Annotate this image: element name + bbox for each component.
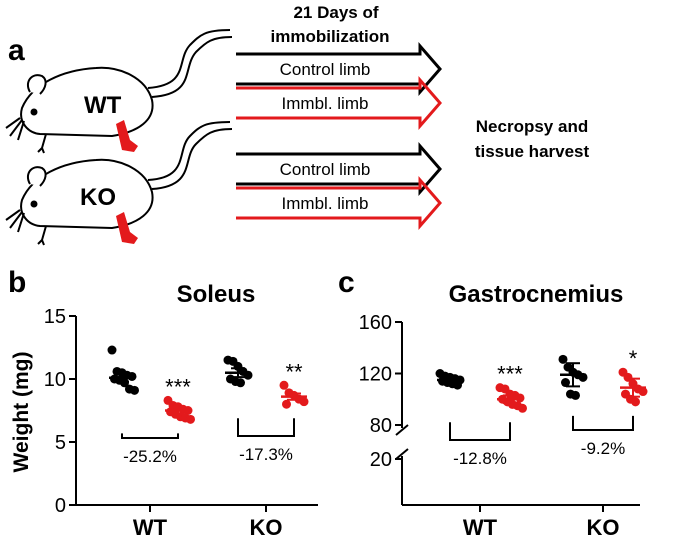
data-point xyxy=(236,378,245,388)
limb-arrow-label-1: Control limb xyxy=(280,60,371,79)
y-tick-label-5: 5 xyxy=(55,432,66,454)
y-tick-label-20: 20 xyxy=(370,449,392,471)
axis-break-mark-1 xyxy=(395,424,409,436)
x-tick-label-KO: KO xyxy=(250,515,283,539)
wt-immbl-group: *** xyxy=(163,374,195,424)
data-point xyxy=(638,387,648,397)
data-point xyxy=(299,397,309,407)
x-tick-label-KO: KO xyxy=(587,515,620,539)
data-point xyxy=(130,385,139,395)
wt-mouse-whiskers xyxy=(5,117,25,141)
y-tick-label-80: 80 xyxy=(370,415,392,437)
ko-mouse-tail xyxy=(147,121,231,181)
percent-change-label-WT: -25.2% xyxy=(123,447,177,466)
y-tick-label-10: 10 xyxy=(44,369,66,391)
limb-arrow-4 xyxy=(236,175,442,231)
x-tick-label-WT: WT xyxy=(133,515,168,539)
ko-mouse-eye xyxy=(30,200,38,208)
significance-stars: *** xyxy=(165,374,191,399)
data-point xyxy=(282,399,291,409)
y-tick-label-15: 15 xyxy=(44,306,66,328)
significance-stars: ** xyxy=(285,359,303,384)
percent-change-label-WT: -12.8% xyxy=(453,449,507,468)
limb-arrow-2 xyxy=(236,75,442,131)
limb-arrow-label-3: Control limb xyxy=(280,160,371,179)
gastrocnemius-title: Gastrocnemius xyxy=(449,281,624,308)
ko-mouse-tail-edge xyxy=(151,128,233,190)
wt-control-group xyxy=(107,345,139,395)
ko-mouse-whiskers xyxy=(5,209,25,233)
ko-mouse-illustration xyxy=(5,121,233,246)
ko-mouse-label: KO xyxy=(80,184,116,211)
wt-mouse-eye xyxy=(30,108,38,116)
percent-change-bracket-WT xyxy=(449,422,511,441)
panel-b-label: b xyxy=(8,266,26,299)
data-point xyxy=(571,390,580,400)
data-point xyxy=(631,397,640,407)
wt-mouse-ear xyxy=(26,74,47,95)
immobilization-header-line1: 21 Days of xyxy=(293,3,378,22)
percent-change-bracket-WT xyxy=(121,433,179,439)
limb-arrow-label-4: Immbl. limb xyxy=(282,194,369,213)
y-tick-label-160: 160 xyxy=(359,312,392,334)
wt-mouse-tail xyxy=(147,29,231,89)
axis-break-mark-2 xyxy=(395,448,409,460)
percent-change-label-KO: -17.3% xyxy=(239,445,293,464)
y-tick-label-0: 0 xyxy=(55,495,66,517)
significance-stars: *** xyxy=(497,362,523,387)
data-point xyxy=(107,345,117,355)
wt-control-group xyxy=(435,369,465,390)
immobilization-header-line2: immobilization xyxy=(271,27,390,46)
ko-immbl-group: * xyxy=(618,346,648,407)
wt-mouse-red-limb xyxy=(116,120,138,152)
data-point xyxy=(279,380,289,390)
significance-stars: * xyxy=(629,346,638,371)
panel-a: a WT KO 21 Days of xyxy=(5,3,590,246)
ko-red-cast xyxy=(116,212,138,244)
wt-immbl-group: *** xyxy=(495,362,527,413)
outcome-line2: tissue harvest xyxy=(475,142,590,161)
x-tick-label-WT: WT xyxy=(463,515,498,539)
wt-red-cast xyxy=(116,120,138,152)
ko-mouse-front-paw xyxy=(37,225,47,246)
ko-control-group xyxy=(558,354,588,400)
ko-mouse-red-limb xyxy=(116,212,138,244)
wt-mouse-body xyxy=(20,66,154,137)
panel-c-label: c xyxy=(338,266,355,299)
data-point xyxy=(186,414,195,424)
data-point xyxy=(518,403,527,413)
percent-change-bracket-KO xyxy=(237,418,295,437)
limb-arrow-label-2: Immbl. limb xyxy=(282,94,369,113)
ko-mouse-body xyxy=(20,158,154,229)
wt-mouse-tail-edge xyxy=(151,36,233,98)
data-point xyxy=(558,354,568,364)
y-axis-label: Weight (mg) xyxy=(10,352,33,473)
percent-change-label-KO: -9.2% xyxy=(581,439,625,458)
soleus-title: Soleus xyxy=(177,281,256,308)
ko-immbl-group: ** xyxy=(279,359,309,409)
data-point xyxy=(561,378,570,388)
ko-control-group xyxy=(223,355,253,388)
percent-change-bracket-KO xyxy=(572,415,634,431)
panel-a-label: a xyxy=(8,34,25,67)
ko-mouse-ear xyxy=(26,166,47,187)
wt-mouse-illustration xyxy=(5,29,233,154)
wt-mouse-front-paw xyxy=(37,133,47,154)
y-tick-label-120: 120 xyxy=(359,364,392,386)
outcome-line1: Necropsy and xyxy=(476,117,588,136)
wt-mouse-label: WT xyxy=(84,92,122,119)
